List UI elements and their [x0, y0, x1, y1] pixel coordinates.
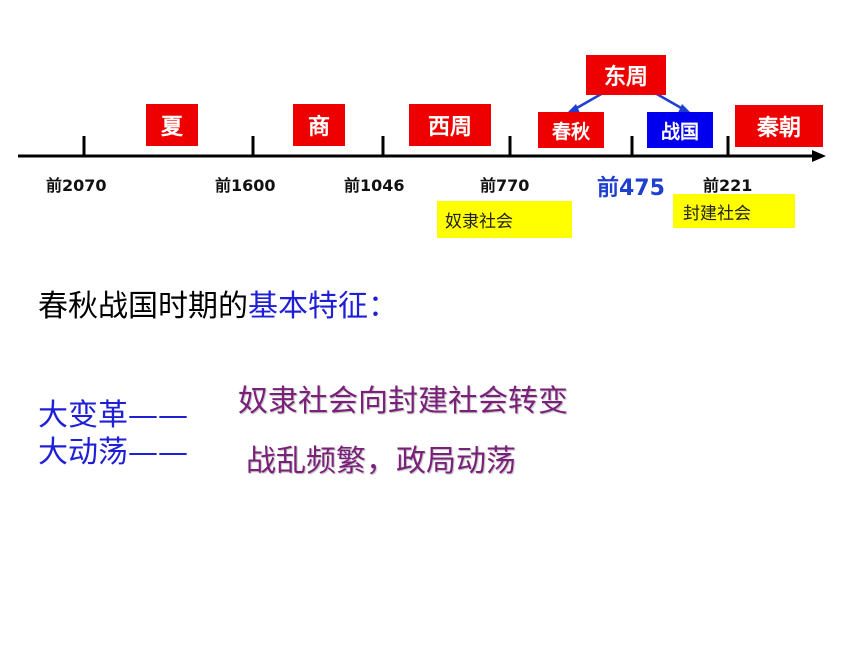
- heading-prefix: 春秋战国时期的: [38, 289, 248, 324]
- tick-label-2070: 前2070: [46, 176, 107, 195]
- feature-desc-turmoil: 战乱频繁，政局动荡: [246, 444, 516, 479]
- note-slave-society: 奴隶社会: [437, 201, 572, 238]
- era-qin: 秦朝: [735, 105, 823, 147]
- era-dongzhou: 东周: [586, 55, 666, 95]
- arrow-to-zhanguo: [654, 91, 684, 111]
- heading-suffix: ：: [368, 289, 398, 324]
- note-feudal-society: 封建社会: [673, 194, 795, 228]
- features-heading: 春秋战国时期的基本特征：: [38, 281, 398, 325]
- feature-label-change: 大变革——: [38, 398, 188, 433]
- timeline-axis: [18, 91, 826, 162]
- era-shang: 商: [293, 104, 345, 146]
- era-xia: 夏: [146, 104, 198, 146]
- era-zhanguo: 战国: [647, 112, 713, 148]
- tick-label-1046: 前1046: [344, 176, 405, 195]
- tick-label-221: 前221: [703, 176, 753, 195]
- era-chunqiu: 春秋: [538, 112, 604, 148]
- tick-label-475: 前475: [597, 176, 665, 201]
- arrow-to-chunqiu: [574, 91, 604, 111]
- tick-label-770: 前770: [480, 176, 530, 195]
- era-xizhou: 西周: [409, 104, 491, 146]
- tick-label-1600: 前1600: [215, 176, 276, 195]
- feature-label-turmoil: 大动荡——: [38, 435, 188, 470]
- heading-highlight: 基本特征: [248, 289, 368, 324]
- feature-desc-change: 奴隶社会向封建社会转变: [238, 384, 568, 419]
